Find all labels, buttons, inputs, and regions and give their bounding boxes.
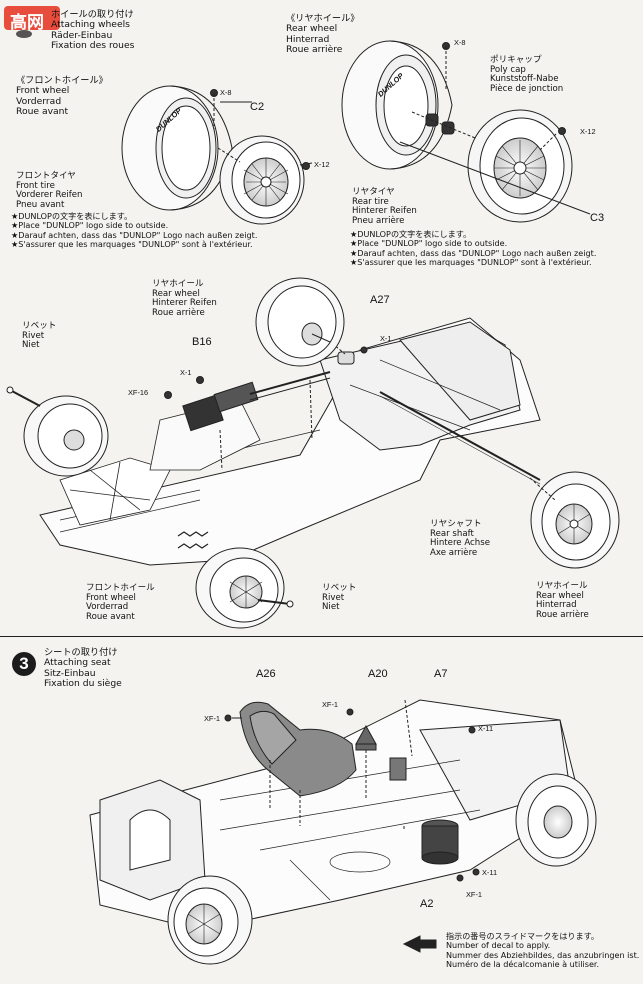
screw-x12-front: X-12 xyxy=(314,160,330,169)
poly-cap-label: ポリキャップ Poly cap Kunststoff-Nabe Pièce de… xyxy=(490,55,564,94)
part-a2: A2 xyxy=(420,898,434,910)
step2-title-fr: Fixation des roues xyxy=(51,40,135,52)
screw-xf1-bottom: XF-1 xyxy=(466,890,483,899)
screw-xf16: XF-16 xyxy=(128,388,149,397)
step2-title-en: Attaching wheels xyxy=(51,19,130,31)
part-a20: A20 xyxy=(368,668,388,680)
part-a27: A27 xyxy=(370,294,390,306)
part-a7: A7 xyxy=(434,668,448,680)
front-wheel-c2-drawing xyxy=(210,89,313,225)
decal-arrow-icon xyxy=(402,935,437,953)
rear-tire-drawing xyxy=(341,40,453,170)
front-wheel-header: 《フロントホイール》 Front wheel Vorderrad Roue av… xyxy=(16,75,108,118)
chassis-step2-drawing xyxy=(39,317,541,566)
rear-wheel-asm-label: リヤホイール Rear wheel Hinterer Reifen Roue a… xyxy=(152,279,217,318)
rear-wheel-upper-drawing xyxy=(255,277,345,367)
front-wheel-bottom-drawing xyxy=(177,531,294,629)
decal-note: 指示の番号のスライドマークをはります。 Number of decal to a… xyxy=(446,931,640,969)
rear-wheel-asm2-label: リヤホイール Rear wheel Hinterrad Roue arrière xyxy=(536,581,589,620)
dunlop-note-rear: ★DUNLOPの文字を表にします。 ★Place "DUNLOP" logo s… xyxy=(350,229,597,267)
screw-x11-bottom: X-11 xyxy=(482,868,498,877)
rivet-bottom-label: リベット Rivet Niet xyxy=(322,583,357,613)
front-wheel-asm-label: フロントホイール Front wheel Vorderrad Roue avan… xyxy=(86,583,155,622)
chassis-step3-drawing xyxy=(89,699,597,965)
screw-x12-rear: X-12 xyxy=(580,127,596,136)
rear-tire-label: リヤタイヤ Rear tire Hinterer Reifen Pneu arr… xyxy=(352,187,417,226)
rear-wheel-header: 《リヤホイール》 Rear wheel Hinterrad Roue arriè… xyxy=(286,13,360,56)
step2-title-jp: ホイールの取り付け xyxy=(51,9,134,20)
screw-x11-top: X-11 xyxy=(478,724,494,733)
front-tire-drawing xyxy=(121,85,233,211)
step-divider xyxy=(0,636,643,637)
step2-title-de: Räder-Einbau xyxy=(51,29,113,41)
step3-title: シートの取り付け Attaching seat Sitz-Einbau Fixa… xyxy=(44,647,122,690)
screw-x8-rear: X-8 xyxy=(454,38,466,47)
screw-xf1-seat: XF-1 xyxy=(204,714,221,723)
watermark-text: 高网 xyxy=(10,13,44,33)
part-a26: A26 xyxy=(256,668,276,680)
rivet-left-label: リベット Rivet Niet xyxy=(22,321,57,351)
screw-x1-b16: X-1 xyxy=(180,368,192,377)
screw-x1-rear: X-1 xyxy=(380,334,392,343)
step2-title: ホイールの取り付け Attaching wheels Räder-Einbau … xyxy=(51,9,135,52)
rear-shaft-label: リヤシャフト Rear shaft Hintere Achse Axe arri… xyxy=(430,519,490,558)
screw-xf1-a20: XF-1 xyxy=(322,700,339,709)
part-c3: C3 xyxy=(590,212,605,224)
dunlop-note-front: ★DUNLOPの文字を表にします。 ★Place "DUNLOP" logo s… xyxy=(11,211,258,249)
part-c2: C2 xyxy=(250,101,265,113)
front-wheel-left-drawing xyxy=(6,386,109,477)
front-tire-label: フロントタイヤ Front tire Vorderer Reifen Pneu … xyxy=(16,171,83,210)
watermark-logo: 高网 xyxy=(0,0,70,40)
poly-cap-drawing xyxy=(411,42,481,141)
part-b16: B16 xyxy=(192,336,212,348)
step3-number: 3 xyxy=(12,652,36,676)
rear-wheel-right-drawing xyxy=(529,471,620,569)
screw-x8-front: X-8 xyxy=(220,88,232,97)
rear-wheel-c3-drawing xyxy=(399,109,591,223)
